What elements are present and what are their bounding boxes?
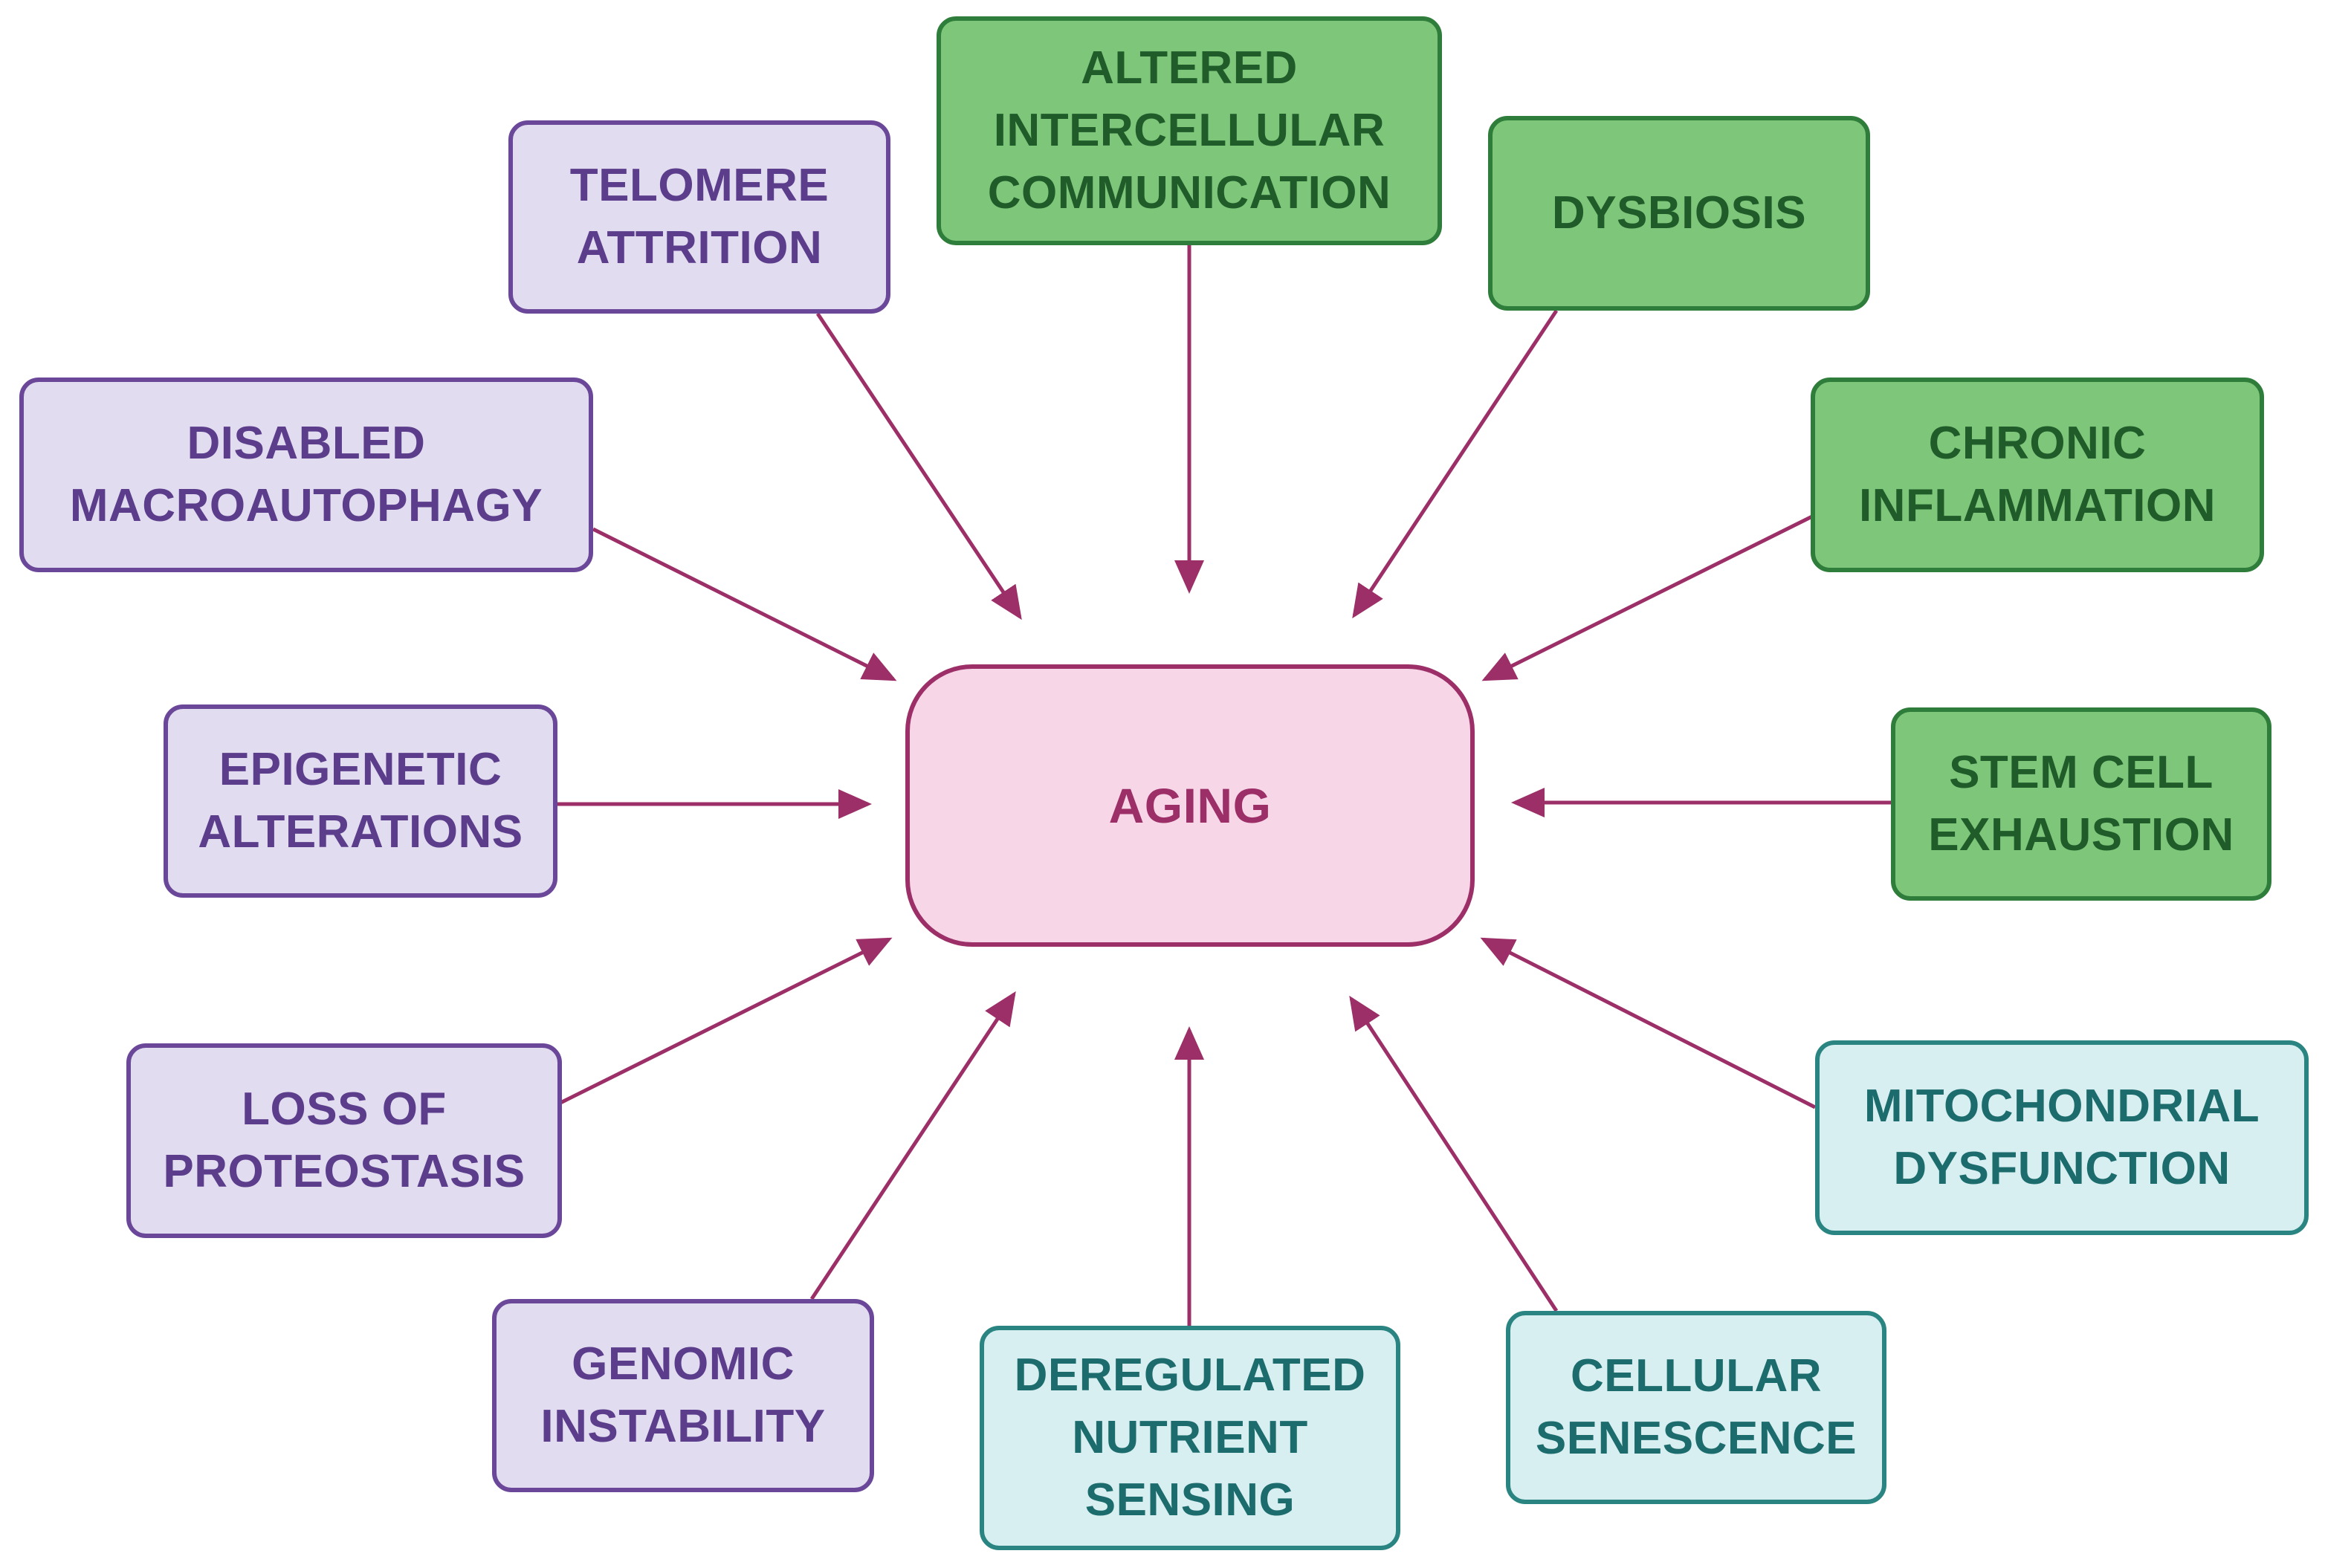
arrow-senescence <box>1349 995 1559 1312</box>
altered-intercellular-communication-node: ALTERED INTERCELLULAR COMMUNICATION <box>937 16 1442 245</box>
chronic-inflammation-label: CHRONIC INFLAMMATION <box>1858 418 2216 531</box>
dysbiosis-label: DYSBIOSIS <box>1551 187 1807 239</box>
mitochondrial-dysfunction-node: MITOCHONDRIAL DYSFUNCTION <box>1815 1040 2309 1235</box>
genomic-instability-label: GENOMIC INSTABILITY <box>540 1338 826 1452</box>
arrow-genomic <box>809 991 1016 1300</box>
arrow-macroautophagy <box>592 527 897 681</box>
telomere-attrition-label: TELOMERE ATTRITION <box>569 160 830 273</box>
dysbiosis-node: DYSBIOSIS <box>1488 116 1870 311</box>
arrow-telomere <box>815 312 1022 621</box>
deregulated-nutrient-sensing-label: DEREGULATED NUTRIENT SENSING <box>1014 1350 1366 1526</box>
chronic-inflammation-node: CHRONIC INFLAMMATION <box>1811 378 2264 572</box>
telomere-attrition-node: TELOMERE ATTRITION <box>508 120 890 314</box>
arrow-proteostasis <box>559 937 893 1105</box>
stem-cell-exhaustion-label: STEM CELL EXHAUSTION <box>1928 747 2234 861</box>
aging-node: AGING <box>905 664 1475 947</box>
arrow-dysbiosis <box>1352 309 1559 619</box>
loss-of-proteostasis-label: LOSS OF PROTEOSTASIS <box>163 1083 526 1197</box>
loss-of-proteostasis-node: LOSS OF PROTEOSTASIS <box>126 1043 562 1238</box>
cellular-senescence-label: CELLULAR SENESCENCE <box>1535 1350 1857 1464</box>
arrow-mitochondrial <box>1480 937 1817 1109</box>
mitochondrial-dysfunction-label: MITOCHONDRIAL DYSFUNCTION <box>1863 1081 2260 1194</box>
epigenetic-alterations-label: EPIGENETIC ALTERATIONS <box>198 744 523 858</box>
aging-label: AGING <box>1108 778 1272 833</box>
altered-intercellular-communication-label: ALTERED INTERCELLULAR COMMUNICATION <box>987 42 1391 218</box>
genomic-instability-node: GENOMIC INSTABILITY <box>492 1299 874 1492</box>
disabled-macroautophagy-node: DISABLED MACROAUTOPHAGY <box>19 378 593 572</box>
cellular-senescence-node: CELLULAR SENESCENCE <box>1506 1311 1886 1504</box>
arrow-inflammation <box>1481 514 1815 681</box>
epigenetic-alterations-node: EPIGENETIC ALTERATIONS <box>164 704 557 898</box>
stem-cell-exhaustion-node: STEM CELL EXHAUSTION <box>1891 707 2271 901</box>
deregulated-nutrient-sensing-node: DEREGULATED NUTRIENT SENSING <box>980 1326 1400 1550</box>
disabled-macroautophagy-label: DISABLED MACROAUTOPHAGY <box>69 418 543 531</box>
